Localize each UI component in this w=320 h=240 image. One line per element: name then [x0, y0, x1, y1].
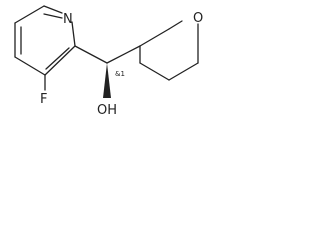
bond-c6-n1	[43, 13, 63, 19]
fluorine-label: F	[40, 92, 47, 107]
bond-c2-c3	[44, 45, 76, 76]
oxane-bond-4	[168, 62, 199, 81]
hydroxyl-label: OH	[97, 103, 117, 118]
oxane-bond-3	[139, 62, 170, 81]
oxane-ring	[139, 20, 199, 81]
bond-n1-c2	[71, 21, 76, 47]
oxane-bond-6	[168, 20, 183, 30]
chemical-structure: N F OH O &1	[14, 5, 203, 118]
pyridine-ring	[14, 5, 76, 76]
wedge-bond-oh	[103, 63, 111, 98]
double-bond-c2-c3-inner	[45, 47, 70, 70]
bond-c2-stereocenter	[74, 45, 108, 64]
bond-c5-c6	[14, 5, 45, 24]
pyridine-nitrogen-label: N	[63, 12, 73, 27]
stereo-descriptor-label: &1	[115, 70, 125, 78]
oxane-oxygen-label: O	[193, 11, 203, 26]
bond-stereocenter-oxane	[106, 45, 141, 64]
bond-c3-c4	[14, 56, 46, 76]
oxane-bond-2	[139, 28, 170, 47]
bond-c6-n1-upper	[43, 5, 63, 14]
